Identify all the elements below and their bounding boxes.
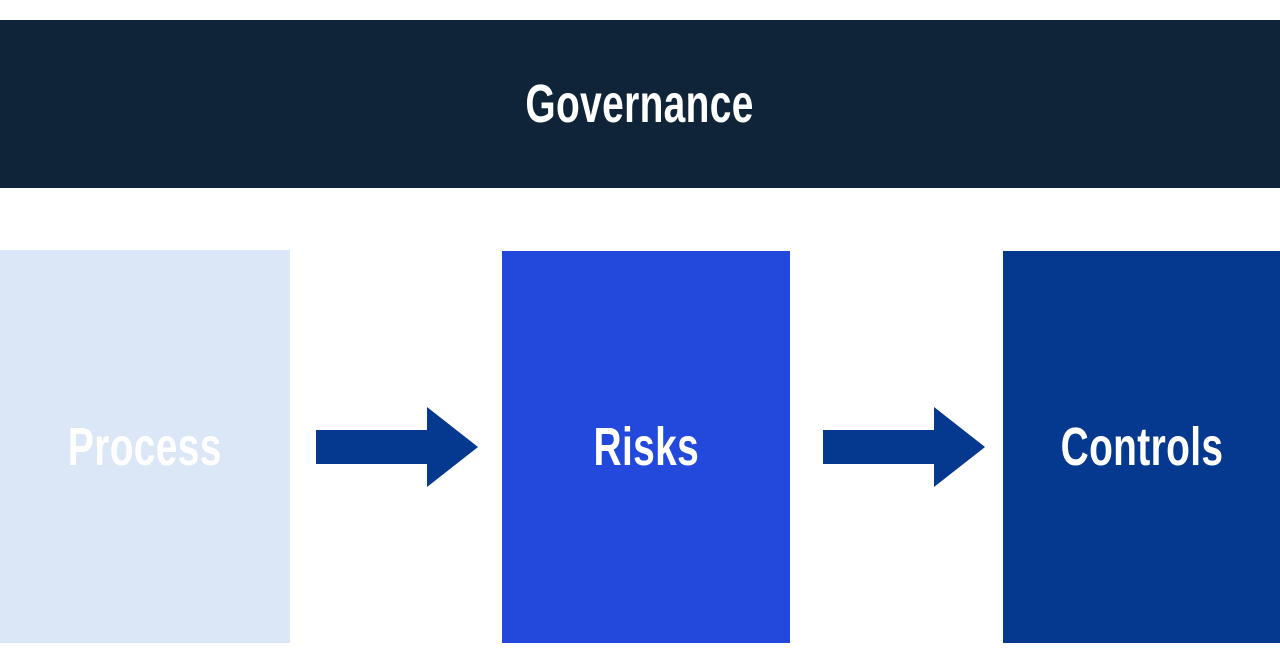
- arrow-right-icon-1: [316, 407, 478, 487]
- arrow-right-icon-2: [823, 407, 985, 487]
- process-box: Process: [0, 250, 290, 643]
- controls-box: Controls: [1003, 251, 1280, 643]
- risks-box: Risks: [502, 251, 790, 643]
- arrow-right-shape-1: [316, 407, 478, 487]
- process-label: Process: [68, 416, 222, 477]
- governance-title: Governance: [525, 74, 755, 134]
- risks-label: Risks: [593, 417, 699, 477]
- controls-label: Controls: [1060, 417, 1223, 477]
- arrow-right-shape-2: [823, 407, 985, 487]
- governance-banner: Governance: [0, 20, 1280, 188]
